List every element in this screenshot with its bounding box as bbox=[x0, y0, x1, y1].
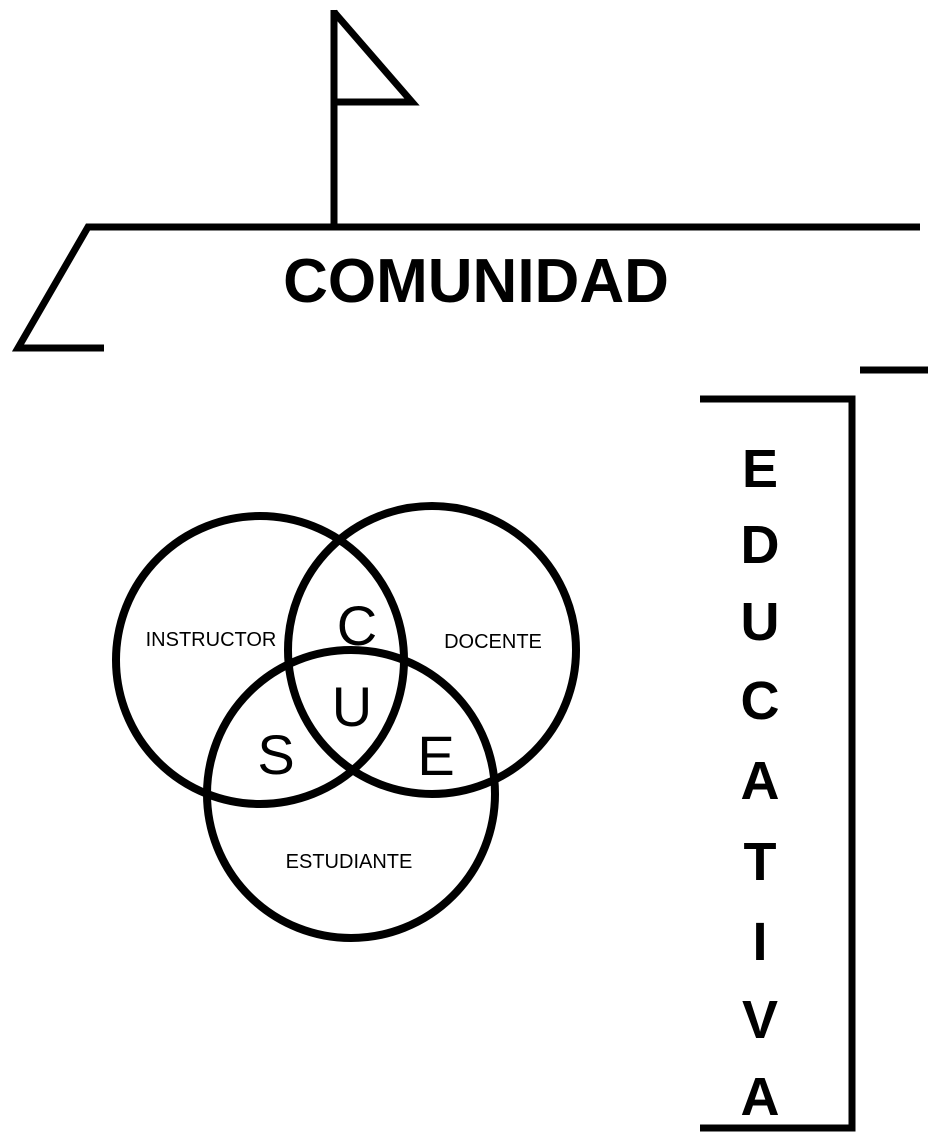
vertical-letter: E bbox=[742, 439, 778, 499]
vertical-letter: D bbox=[741, 515, 780, 575]
vertical-letter: C bbox=[741, 671, 780, 731]
vertical-word-bracket bbox=[700, 395, 856, 1132]
region-letter-s: S bbox=[257, 723, 294, 786]
vertical-letter: A bbox=[741, 751, 780, 811]
region-letter-c: C bbox=[337, 594, 377, 657]
region-letter-e: E bbox=[417, 724, 454, 787]
page-title: COMUNIDAD bbox=[283, 247, 669, 316]
flag-icon bbox=[330, 9, 420, 227]
vertical-letter: A bbox=[741, 1067, 780, 1127]
flag-banner bbox=[331, 9, 420, 106]
vertical-word: E D U C A T I V A bbox=[741, 439, 780, 1127]
region-letter-u: U bbox=[332, 675, 372, 738]
vertical-letter: I bbox=[752, 912, 767, 972]
instructor-label: INSTRUCTOR bbox=[146, 629, 277, 651]
platform-frame bbox=[11, 223, 920, 352]
estudiante-label: ESTUDIANTE bbox=[286, 851, 413, 873]
estudiante-circle bbox=[203, 646, 499, 942]
vertical-letter: T bbox=[744, 832, 777, 892]
vertical-letter: V bbox=[742, 990, 778, 1050]
venn-diagram: INSTRUCTOR DOCENTE ESTUDIANTE C U S E bbox=[112, 502, 580, 942]
vertical-letter: U bbox=[741, 592, 780, 652]
docente-circle bbox=[284, 502, 580, 798]
docente-label: DOCENTE bbox=[444, 631, 542, 653]
